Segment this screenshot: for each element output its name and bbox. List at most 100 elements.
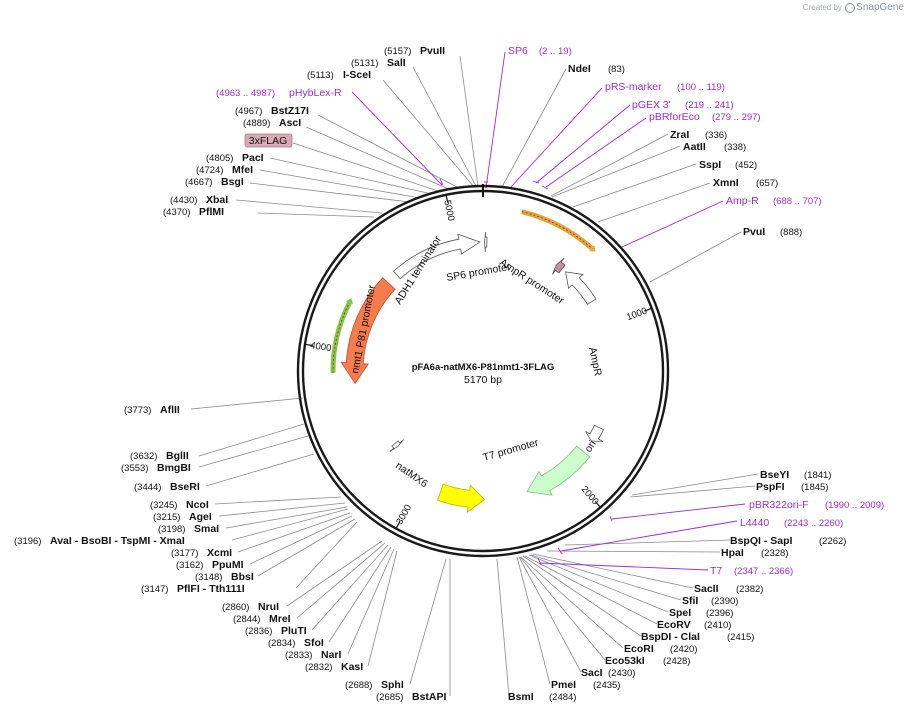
tick-4000 [304,343,313,347]
leader-xcmi [237,512,351,553]
site-name-ncoi: NcoI [186,499,209,511]
feature-adh1 [565,271,597,305]
leader-clai [522,555,642,637]
leader-bseyi [631,473,759,496]
primer-leader-sp6 [485,51,506,189]
leader-pvui-888 [649,231,742,283]
arc-green-dash [332,302,350,373]
site-pos-i-scei: (5113) [307,70,334,81]
credit-prefix: Created by [802,3,842,12]
tick-label-3000: 3000 [394,503,414,527]
primer-range-prs-marker: (100 .. 119) [677,82,725,93]
leader-sphi [409,558,447,685]
site-name-sspi: SspI [699,159,721,171]
site-pos-nrui: (2860) [222,602,249,613]
feature-t7prom [389,439,404,452]
site-pos-pvui: (888) [780,227,802,238]
leader-saci [518,556,582,673]
leader-aatii [551,145,681,198]
primer-range-pbrforeco: (279 .. 297) [712,112,761,123]
primer-range-amp-r: (688 .. 707) [773,196,822,207]
leader-bmgbi [198,435,309,468]
primer-leader-pbrforeco [545,117,647,188]
site-pos-nari: (2833) [285,650,312,661]
site-pos-pluti: (2836) [245,626,272,637]
site-name-zrai: ZraI [670,129,689,141]
site-name-bglii: BglII [166,450,189,462]
site-name-sacii: SacII [694,583,719,595]
plasmid-name: pFA6a-natMX6-P81nmt1-3FLAG [412,362,555,373]
site-pos-asci: (4889) [243,118,270,129]
leader-ecori [520,556,624,649]
leader-eco53ki [519,556,606,661]
leader-xmni [597,182,711,223]
site-name-asci: AscI [279,117,301,129]
site-pos-aflii: (3773) [124,405,151,416]
site-pos-kasi: (2832) [305,662,332,673]
site-name-spei: SpeI [669,607,691,619]
leader-bstz17i [317,114,460,189]
primer-leader-pgex3 [535,104,631,184]
center-title: pFA6a-natMX6-P81nmt1-3FLAG 5170 bp [412,362,555,386]
primer-label-pgex3: pGEX 3' [632,99,671,111]
leader-bseri [205,453,315,487]
site-name-bmgbi: BmgBI [157,462,191,474]
leader-3xflag [292,142,442,193]
leader-pflmi [257,212,375,218]
tick-5000 [445,194,449,203]
site-name-xbai: XbaI [206,194,228,206]
site-name-bseri: BseRI [170,481,200,493]
primer-label-sp6: SP6 [508,45,528,57]
site-pos-sacii: (2382) [736,584,763,595]
site-name-sapi: BspQI - SapI [730,535,793,547]
site-pos-tth111i: (3147) [141,584,168,595]
site-pos-bbsi: (3148) [195,572,222,583]
site-pos-ecorv: (2410) [704,620,731,631]
site-name-sfoi: SfoI [304,637,324,649]
primer-range-pbr322ori-f: (1990 .. 2009) [825,500,884,511]
leader-xmai [231,508,349,541]
leader-bsmi [496,558,510,697]
site-pos-bglii: (3632) [130,451,157,462]
leader-ecorv [524,555,658,625]
site-pos-pmei: (2435) [593,680,620,691]
leader-pluti [311,544,389,631]
site-pos-agei: (3215) [153,512,180,523]
site-name-aflii: AflII [160,404,180,416]
site-name-nrui: NruI [258,601,279,613]
feature-nmt1 [392,233,481,280]
site-pos-smai: (3198) [158,524,185,535]
backbone [296,184,670,558]
site-name-bstapi: BstAPI [412,691,447,703]
site-pos-sali: (5131) [351,58,378,69]
site-pos-saci: (2430) [608,668,635,679]
site-pos-sfii: (2390) [711,596,738,607]
site-pos-sspi: (452) [735,160,757,171]
leader-bbsi [257,518,356,577]
arc-orange [521,209,594,251]
site-name-sphi: SphI [381,679,404,691]
leader-pmei [516,556,551,685]
site-leader-lines [190,55,759,697]
leader-sali [412,66,477,187]
feature-arcs [330,209,596,373]
arc-green-arrowhead [345,298,353,305]
primer-label-prs-marker: pRS-marker [605,81,662,93]
site-name-hpai: HpaI [721,547,744,559]
arc-orange-dash [521,211,593,249]
site-pos-mfei: (4724) [196,165,223,176]
leader-agei [218,502,346,517]
leader-sfoi [328,546,392,643]
site-name-aatii: AatII [683,141,706,153]
site-name-pflmi: PflMI [199,206,224,218]
leader-bglii [198,423,305,457]
leader-mrei [296,542,386,619]
feature-ampr [526,445,591,496]
primer-mark-phyblex [439,178,444,186]
feature-natmx6 [340,277,396,385]
feature-label-ampr-promoter: AmpR promoter [497,256,566,307]
primer-mark-t7 [537,557,542,566]
site-name-saci: SacI [581,667,603,679]
site-name-nari: NarI [321,649,342,661]
